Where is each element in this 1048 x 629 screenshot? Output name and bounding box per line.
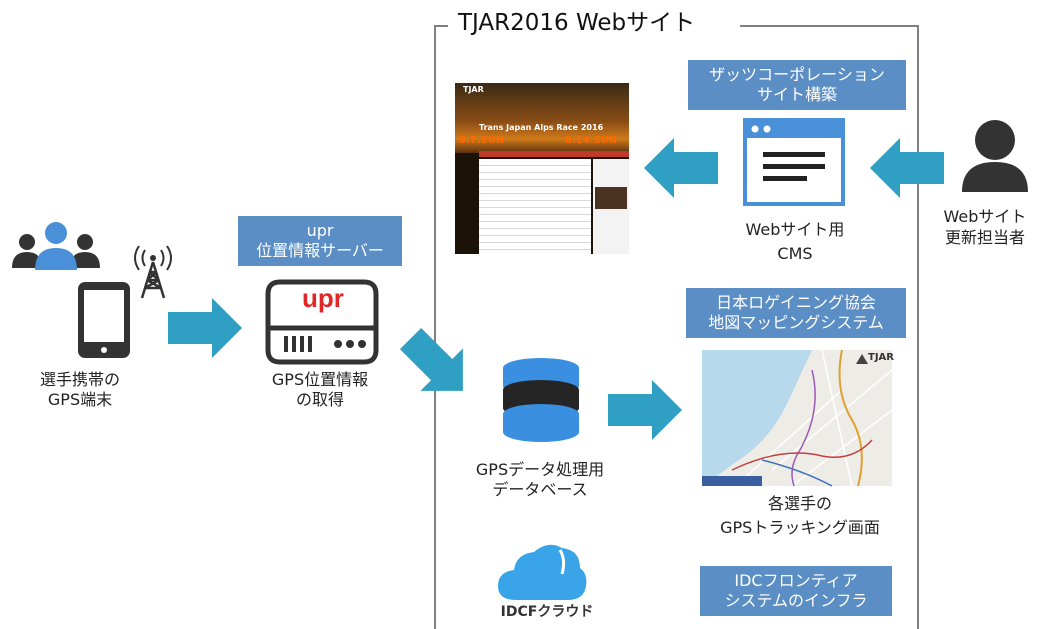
gps-acquire-label-2: の取得 (295, 390, 344, 409)
person-label-2: 更新担当者 (944, 228, 1025, 247)
cms-window-icon (743, 118, 845, 206)
upr-box-line1: upr (306, 221, 334, 240)
database-icon (503, 358, 579, 442)
frame-title: TJAR2016 Webサイト (448, 8, 706, 38)
tracking-label-1: 各選手の (767, 494, 832, 513)
arrow-phone-to-server (168, 298, 242, 358)
website-thumb-hero (455, 83, 629, 153)
database-label-1: GPSデータ処理用 (475, 460, 605, 479)
arrow-server-to-database (399, 327, 463, 391)
arrow-database-to-tracking (608, 380, 682, 440)
website-thumb-headline: Trans Japan Alps Race 2016 (479, 123, 604, 132)
cms-label-1: Webサイト用 (745, 220, 845, 239)
person-label-1: Webサイト (943, 207, 1027, 226)
zatsu-box: ザッツコーポレーション サイト構築 (688, 60, 906, 110)
website-thumbnail: TJAR Trans Japan Alps Race 2016 8.7.SUN … (455, 83, 629, 254)
idcf-logo-text: IDCFクラウド (500, 604, 594, 620)
tracking-map (702, 349, 893, 487)
phone-label-1: 選手携帯の (39, 370, 120, 389)
idcf-box: IDCフロンティア システムのインフラ (700, 566, 892, 616)
antenna-icon (134, 245, 172, 299)
arrow-cms-to-website (644, 138, 718, 198)
phone-label-2: GPS端末 (47, 390, 113, 409)
website-thumb-content (479, 159, 591, 254)
cms-label-2: CMS (777, 244, 813, 263)
zatsu-box-line1: ザッツコーポレーション (709, 65, 885, 84)
tracking-tjar-logo: TJAR (868, 352, 894, 363)
tracking-label-2: GPSトラッキング画面 (720, 518, 880, 537)
website-thumb-nav (479, 151, 629, 157)
people-icon (12, 222, 100, 270)
database-label-2: データベース (492, 480, 588, 499)
upr-server-box: upr 位置情報サーバー (238, 216, 402, 266)
arrow-person-to-cms (870, 138, 944, 198)
person-icon (962, 120, 1028, 192)
website-thumb-sidebar-photo (595, 187, 627, 209)
jogu-box-line2: 地図マッピングシステム (708, 313, 884, 332)
smartphone-icon (78, 282, 130, 358)
tjar-thumb-logo: TJAR (463, 85, 484, 94)
server-icon (265, 279, 379, 365)
gps-acquire-label-1: GPS位置情報 (271, 370, 369, 389)
jogu-box-line1: 日本ロゲイニング協会 (716, 293, 876, 312)
idcf-box-line2: システムのインフラ (724, 591, 868, 610)
jogu-box: 日本ロゲイニング協会 地図マッピングシステム (686, 288, 906, 338)
cloud-icon (498, 544, 587, 600)
upr-box-line2: 位置情報サーバー (256, 241, 384, 260)
zatsu-box-line2: サイト構築 (756, 85, 837, 104)
website-thumb-date-right: 8.14.SUN (565, 135, 618, 146)
website-thumb-date-left: 8.7.SUN (459, 135, 505, 146)
idcf-box-line1: IDCフロンティア (734, 571, 858, 590)
upr-logo: upr (302, 283, 344, 313)
